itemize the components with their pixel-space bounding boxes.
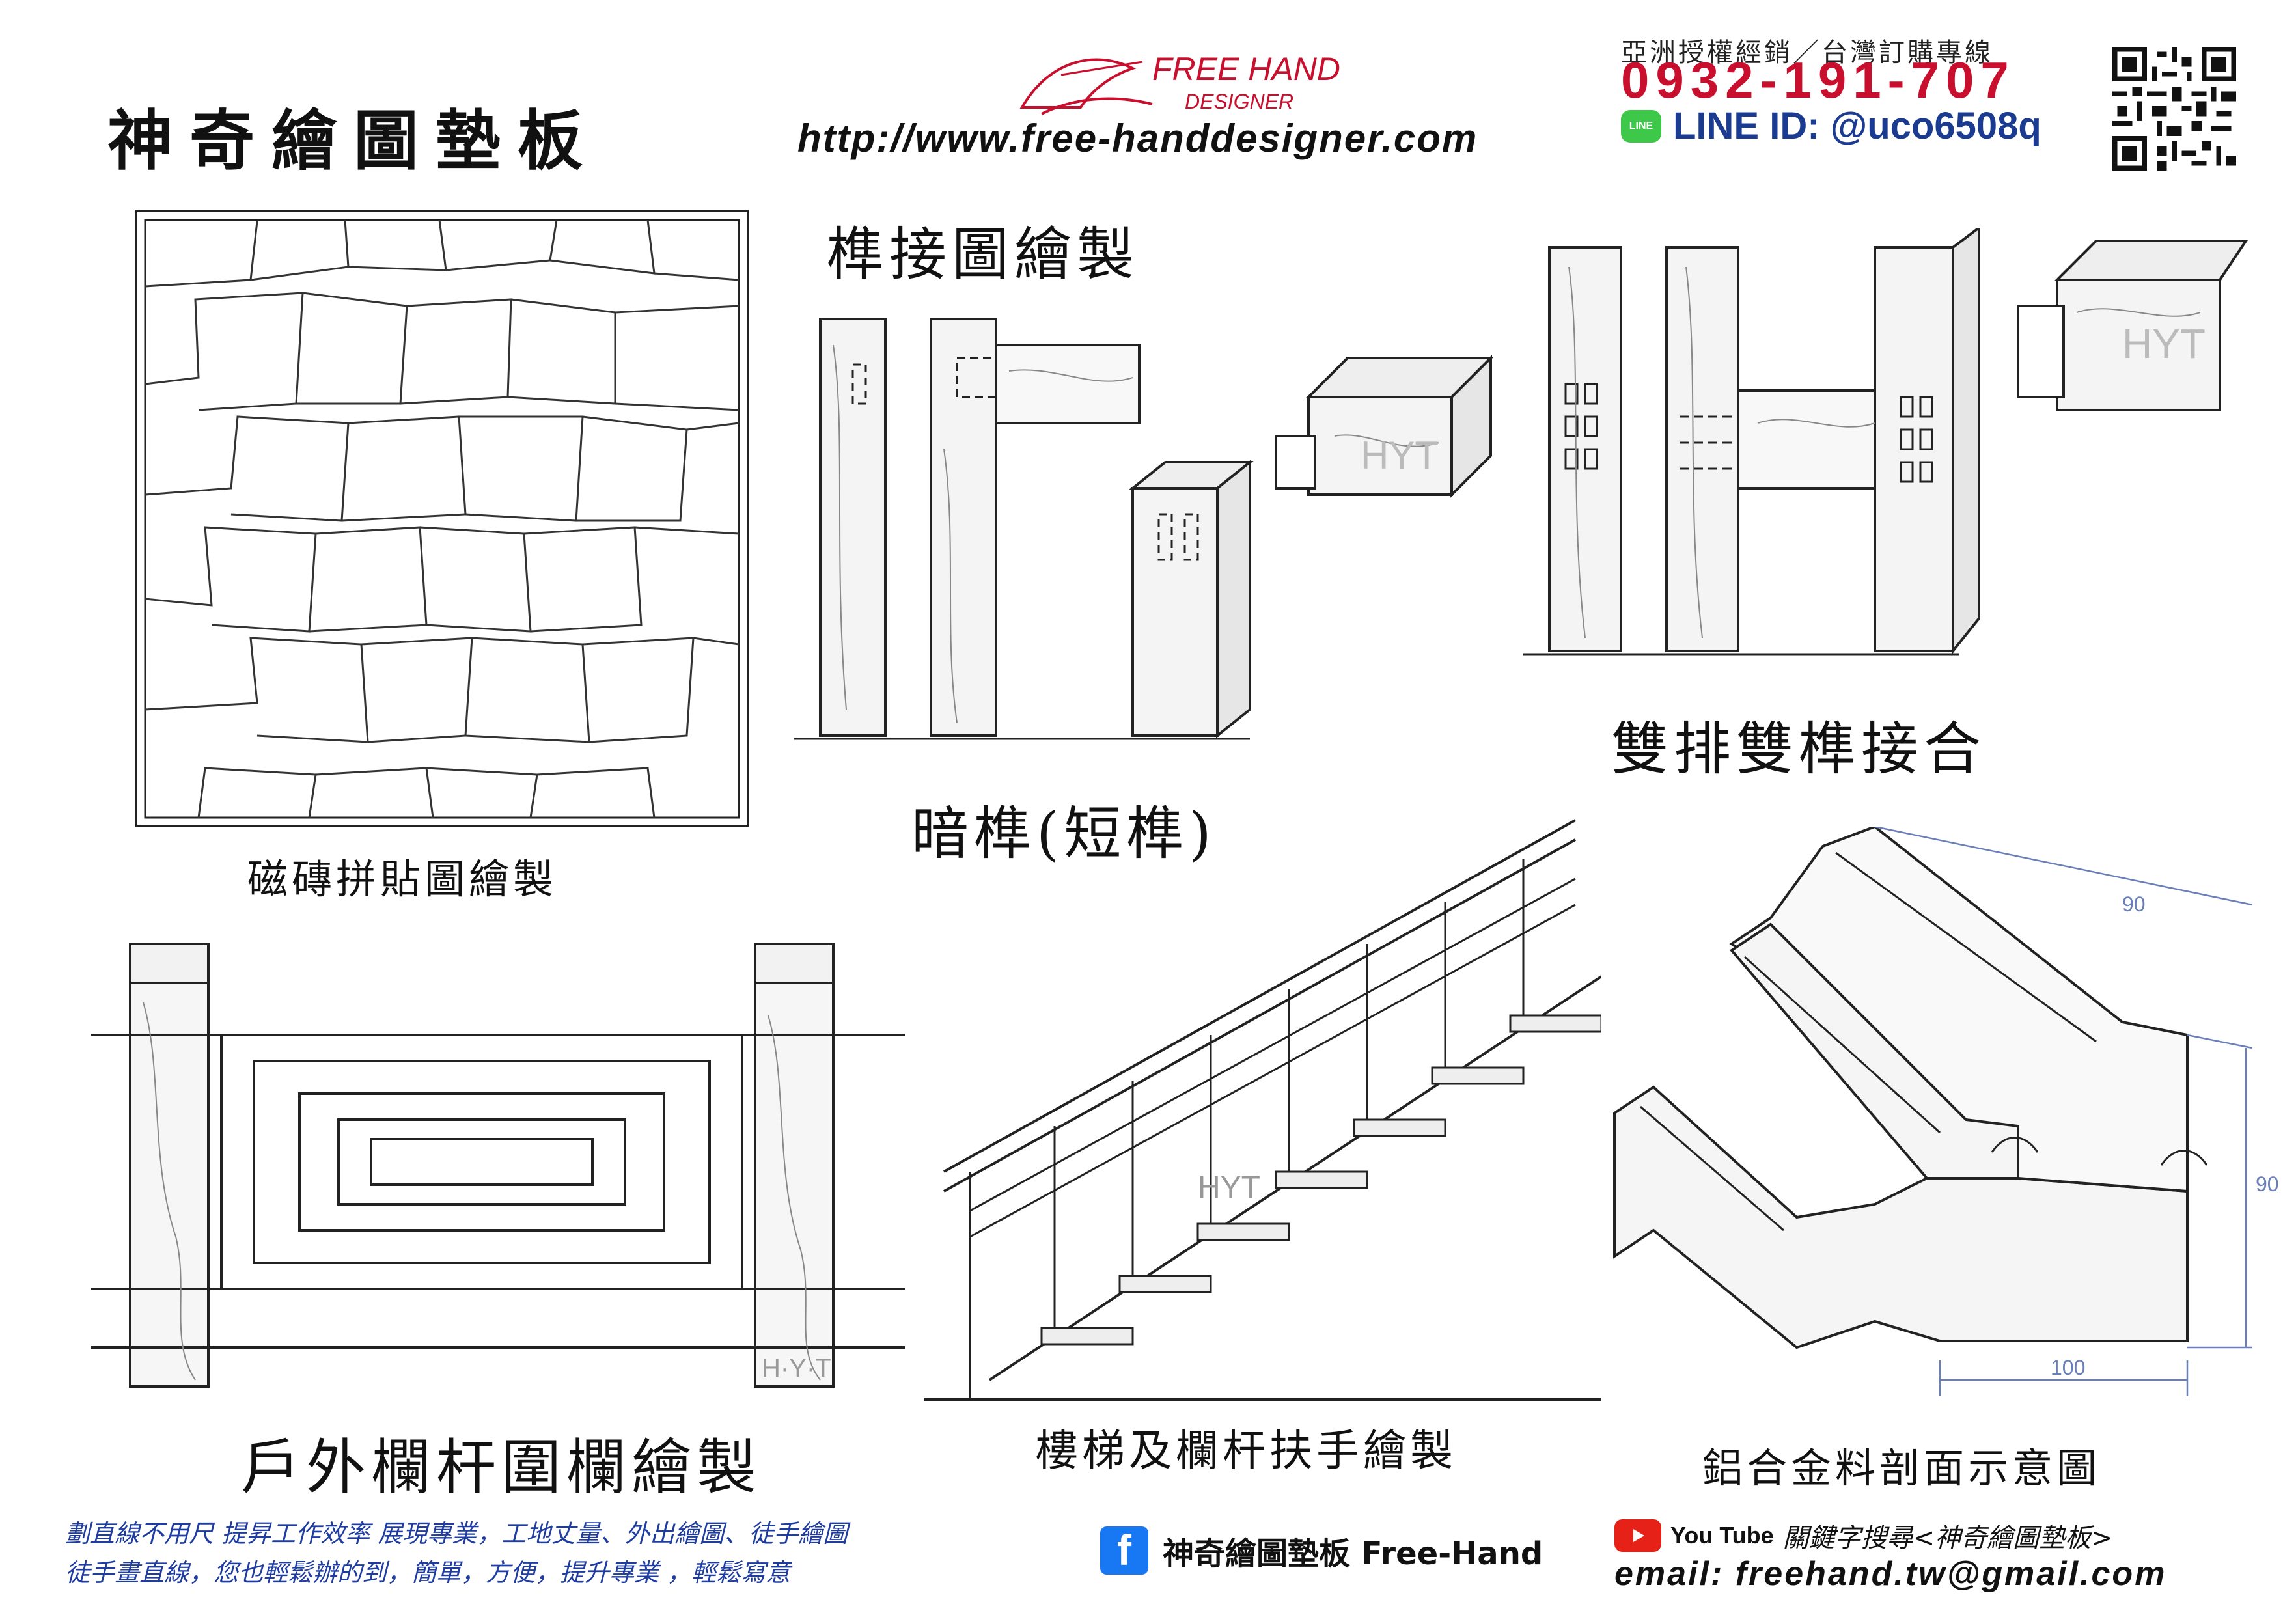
watermark-text: HYT	[2122, 320, 2206, 367]
footer-slogan-1: 劃直線不用尺 提昇工作效率 展現專業，工地丈量、外出繪圖、徒手繪圖	[65, 1519, 848, 1548]
svg-text:FREE HAND: FREE HAND	[1152, 51, 1340, 87]
youtube-word: You Tube	[1670, 1522, 1774, 1549]
watermark-text: HYT	[1198, 1170, 1260, 1205]
stairs-caption: 樓梯及欄杆扶手繪製	[1035, 1426, 1457, 1476]
youtube-keyword: 關鍵字搜尋<神奇繪圖墊板>	[1782, 1523, 2113, 1553]
facebook-label: 神奇繪圖墊板 Free-Hand	[1163, 1536, 1543, 1572]
line-app-icon: LINE	[1621, 109, 1661, 143]
tile-pattern-drawing	[135, 210, 749, 827]
stairs-drawing: HYT	[924, 819, 1601, 1401]
facebook-icon: f	[1100, 1526, 1148, 1575]
aluminum-caption: 鋁合金料剖面示意圖	[1702, 1444, 2101, 1492]
watermark-text: HYT	[1361, 434, 1439, 477]
line-id: LINE ID: @uco6508q	[1673, 105, 2041, 147]
page-title: 神奇繪圖墊板	[107, 103, 600, 179]
dimension-label: 90	[2256, 1172, 2278, 1196]
outdoor-railing-drawing: H·Y·T	[91, 943, 905, 1388]
qr-code-icon[interactable]	[2109, 47, 2239, 171]
website-url[interactable]: http://www.free-handdesigner.com	[797, 117, 1478, 160]
double-mortise-caption: 雙排雙榫接合	[1611, 715, 1987, 782]
double-mortise-drawing: HYT	[1523, 228, 2248, 656]
footer-slogan-2: 徒手畫直線，您也輕鬆辦的到，簡單，方便，提升專業 ，輕鬆寫意	[65, 1558, 791, 1587]
dimension-label: 100	[2051, 1356, 2085, 1379]
line-contact[interactable]: LINE LINE ID: @uco6508q	[1621, 104, 2041, 148]
blind-mortise-caption: 暗榫(短榫)	[911, 800, 1217, 867]
aluminum-profile-drawing: 90 90 100	[1613, 827, 2278, 1396]
blind-mortise-drawing: HYT	[794, 318, 1494, 740]
tile-caption: 磁磚拼貼圖繪製	[247, 855, 558, 903]
svg-text:DESIGNER: DESIGNER	[1185, 90, 1293, 113]
dimension-label: 90	[2122, 892, 2146, 916]
youtube-search[interactable]: You Tube 關鍵字搜尋<神奇繪圖墊板>	[1614, 1517, 2113, 1554]
railing-caption: 戶外欄杆圍欄繪製	[241, 1433, 762, 1502]
youtube-icon	[1614, 1519, 1661, 1552]
facebook-link[interactable]: f 神奇繪圖墊板 Free-Hand	[1100, 1526, 1543, 1575]
mortise-heading: 榫接圖繪製	[827, 221, 1140, 288]
contact-heading: 亞洲授權經銷／台灣訂購專線	[1621, 38, 1993, 68]
hand-drawing-logo-icon: FREE HAND DESIGNER	[1019, 51, 1340, 115]
watermark-text: H·Y·T	[762, 1354, 831, 1383]
phone-number[interactable]: 0932-191-707	[1621, 51, 2015, 109]
email-address[interactable]: email: freehand.tw@gmail.com	[1614, 1555, 2167, 1593]
